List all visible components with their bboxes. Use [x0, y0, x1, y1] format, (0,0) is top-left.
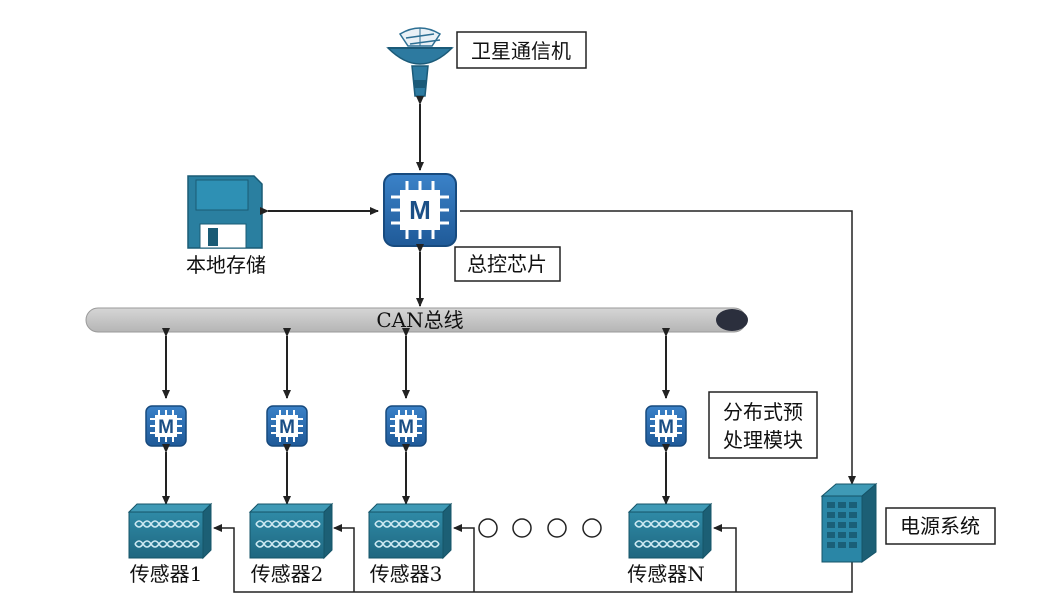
preprocess-label-box: 分布式预 处理模块	[708, 391, 818, 459]
power-label-box: 电源系统	[885, 507, 996, 545]
sensor-ellipsis	[478, 518, 602, 538]
preprocess-column-n: M	[645, 328, 687, 505]
preprocess-column-1: M	[145, 328, 187, 505]
sensor-label: 传感器N	[627, 562, 705, 586]
satellite-label-box: 卫星通信机	[456, 31, 587, 69]
sensor-2: 传感器2	[249, 503, 333, 586]
sensor-label: 传感器2	[251, 562, 324, 586]
sensor-label: 传感器1	[130, 562, 203, 586]
can-bus-label: CAN总线	[376, 308, 463, 332]
preprocess-chip-letter: M	[658, 417, 674, 438]
master-chip-label-box: 总控芯片	[454, 246, 561, 282]
power-distribution-wiring	[213, 524, 853, 593]
master-chip-icon: M	[383, 173, 457, 247]
satellite-dish-icon	[386, 27, 454, 97]
storage-label: 本地存储	[186, 253, 266, 277]
sensor-icon	[368, 503, 452, 559]
sensor-icon	[128, 503, 212, 559]
satellite-label: 卫星通信机	[471, 39, 571, 63]
preprocess-chip-letter: M	[158, 417, 174, 438]
sensor-1: 传感器1	[128, 503, 212, 586]
can-bus: CAN总线	[85, 307, 748, 333]
preprocess-label-line1: 分布式预	[723, 400, 803, 424]
server-cabinet-icon	[820, 482, 878, 563]
preprocess-column-2: M	[266, 328, 308, 505]
master-chip-letter: M	[409, 195, 431, 225]
sensor-icon	[628, 503, 712, 559]
sensor-label: 传感器3	[370, 562, 443, 586]
master-power-link	[460, 210, 856, 485]
master-chip-label: 总控芯片	[467, 252, 547, 276]
preprocess-column-3: M	[385, 328, 427, 505]
preprocess-chip-letter: M	[279, 417, 295, 438]
floppy-disk-icon	[187, 175, 263, 249]
power-label: 电源系统	[900, 514, 980, 538]
sensor-n: 传感器N	[627, 503, 712, 586]
sensor-icon	[249, 503, 333, 559]
preprocess-label-line2: 处理模块	[723, 428, 803, 452]
preprocess-chip-letter: M	[398, 417, 414, 438]
sensor-3: 传感器3	[368, 503, 452, 586]
